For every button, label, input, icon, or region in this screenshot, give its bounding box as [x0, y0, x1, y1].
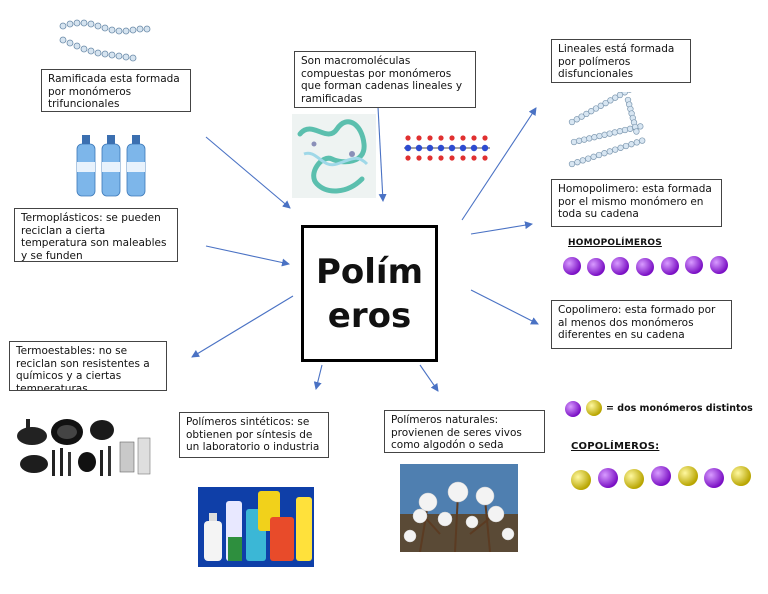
macromolecule-illustration [292, 114, 376, 198]
synthetic-containers-illustration [198, 487, 314, 567]
arrow-to-termoplasticos [205, 245, 290, 267]
node-homopolimero: Homopolimero: esta formada por el mismo … [551, 179, 722, 227]
node-lineales: Lineales está formada por polímeros disf… [551, 39, 691, 83]
node-macromoleculas: Son macromoléculas compuestas por monóme… [294, 51, 476, 108]
thermoset-items-illustration [12, 414, 154, 478]
node-copolimero-text: Copolimero: esta formado por al menos do… [558, 304, 716, 342]
dos-monomeros-caption: = dos monómeros distintos [606, 403, 753, 414]
homopolymer-beads [563, 256, 728, 276]
node-homopolimero-text: Homopolimero: esta formada por el mismo … [558, 183, 712, 221]
node-macromoleculas-text: Son macromoléculas compuestas por monóme… [301, 55, 463, 105]
node-termoplasticos: Termoplásticos: se pueden reciclan a cie… [14, 208, 178, 262]
node-lineales-text: Lineales está formada por polímeros disf… [558, 43, 675, 81]
node-termoestables: Termoestables: no se reciclan son resist… [9, 341, 167, 391]
node-sinteticos: Polímeros sintéticos: se obtienen por sí… [179, 412, 329, 458]
copolymer-beads [571, 466, 751, 490]
linear-chains-illustration [568, 92, 646, 168]
node-ramificada: Ramificada esta formada por monómeros tr… [41, 69, 191, 112]
molecular-chain-illustration [404, 135, 490, 161]
water-bottles-illustration [76, 135, 146, 197]
cotton-plant-illustration [400, 464, 518, 552]
node-ramificada-text: Ramificada esta formada por monómeros tr… [48, 73, 180, 111]
node-naturales: Polímeros naturales: provienen de seres … [384, 410, 545, 453]
arrow-to-copolimero [470, 289, 539, 325]
arrow-to-sinteticos [313, 364, 323, 390]
copolymer-legend-beads [565, 400, 602, 417]
arrow-to-naturales [419, 364, 439, 392]
node-naturales-text: Polímeros naturales: provienen de seres … [391, 414, 522, 452]
homopolimeros-caption: HOMOPOLÍMEROS [568, 238, 662, 248]
copolimeros-caption: COPOLÍMEROS: [571, 441, 660, 452]
arrow-to-lineales [461, 107, 537, 221]
node-sinteticos-text: Polímeros sintéticos: se obtienen por sí… [186, 416, 320, 454]
arrow-to-homopolimero [470, 221, 533, 235]
arrow-to-macromoleculas [377, 106, 387, 202]
node-copolimero: Copolimero: esta formado por al menos do… [551, 300, 732, 349]
arrow-to-ramificada [205, 136, 291, 209]
arrow-to-termoestables [191, 295, 294, 358]
branched-chain-illustration [59, 19, 151, 62]
node-termoplasticos-text: Termoplásticos: se pueden reciclan a cie… [21, 212, 167, 262]
node-termoestables-text: Termoestables: no se reciclan son resist… [16, 345, 150, 391]
